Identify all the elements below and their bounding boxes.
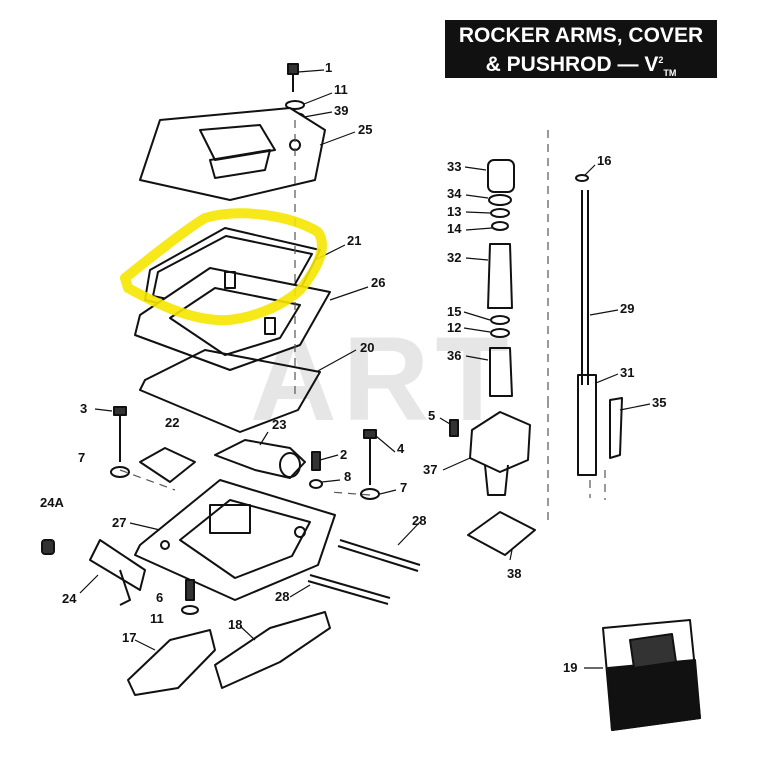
gasket-17-icon bbox=[127, 629, 216, 696]
callout-3: 3 bbox=[80, 401, 88, 416]
tube-32-icon bbox=[487, 243, 513, 309]
rocker-arm-24-icon bbox=[89, 539, 146, 606]
callout-5: 5 bbox=[428, 408, 436, 423]
cover-tube-31-icon bbox=[577, 374, 597, 476]
callout-36: 36 bbox=[447, 348, 462, 363]
callout-4: 4 bbox=[397, 441, 405, 456]
callout-39: 39 bbox=[334, 103, 349, 118]
title-superscript: 2 bbox=[658, 55, 664, 65]
callout-2: 2 bbox=[340, 447, 348, 462]
ring-13-icon bbox=[490, 208, 510, 218]
title-line-2-text: & PUSHROD — V bbox=[485, 53, 659, 76]
callout-23: 23 bbox=[272, 417, 287, 432]
callout-38: 38 bbox=[507, 566, 522, 581]
callout-35: 35 bbox=[652, 395, 667, 410]
ring-15-icon bbox=[490, 315, 510, 325]
ring-12-icon bbox=[490, 328, 510, 338]
callout-11-bottom: 11 bbox=[150, 611, 164, 626]
spring-34-icon bbox=[488, 194, 512, 206]
shaft-28b-icon bbox=[309, 574, 391, 599]
callout-29: 29 bbox=[620, 301, 635, 316]
bolt-4-icon bbox=[363, 429, 377, 485]
callout-34: 34 bbox=[447, 186, 462, 201]
callout-37: 37 bbox=[423, 462, 438, 477]
rocker-arm-23-icon bbox=[214, 439, 306, 479]
bolt-6-icon bbox=[185, 579, 195, 601]
callout-16: 16 bbox=[597, 153, 612, 168]
title-line-2: & PUSHROD — V2TM bbox=[445, 48, 717, 85]
clip-35-icon bbox=[609, 397, 623, 459]
washer-7b-icon bbox=[360, 488, 380, 500]
gasket-18-icon bbox=[214, 611, 331, 689]
tappet-36-icon bbox=[489, 347, 513, 397]
callout-25: 25 bbox=[358, 122, 373, 137]
washer-11b-icon bbox=[181, 605, 199, 615]
callout-24: 24 bbox=[62, 591, 77, 606]
shaft-28a-icon bbox=[339, 539, 421, 566]
callout-13: 13 bbox=[447, 204, 462, 219]
callout-15: 15 bbox=[447, 304, 462, 319]
callout-19: 19 bbox=[563, 660, 578, 675]
callout-32: 32 bbox=[447, 250, 462, 265]
bolt-1-icon bbox=[287, 63, 299, 92]
title-subscript: TM bbox=[663, 68, 677, 79]
callout-6: 6 bbox=[156, 590, 164, 605]
callout-20: 20 bbox=[360, 340, 375, 355]
highlight-annotation bbox=[120, 208, 327, 326]
bolt-2-icon bbox=[311, 451, 321, 471]
ring-14-icon bbox=[491, 221, 509, 231]
callout-7-right: 7 bbox=[400, 480, 408, 495]
diagram-title: ROCKER ARMS, COVER & PUSHROD — V2TM bbox=[445, 20, 717, 78]
title-line-1: ROCKER ARMS, COVER bbox=[458, 24, 704, 47]
washer-7a-icon bbox=[110, 466, 130, 478]
rocker-housing-27-icon bbox=[134, 479, 336, 601]
gasket-20-icon bbox=[139, 349, 321, 433]
callout-7-left: 7 bbox=[78, 450, 86, 465]
callout-8: 8 bbox=[344, 469, 352, 484]
callout-14: 14 bbox=[447, 221, 462, 236]
callout-12: 12 bbox=[447, 320, 462, 335]
callout-21: 21 bbox=[347, 233, 362, 248]
washer-11-icon bbox=[285, 100, 305, 110]
bolt-3-icon bbox=[113, 406, 127, 462]
callout-33: 33 bbox=[447, 159, 462, 174]
callout-18: 18 bbox=[228, 617, 243, 632]
washer-8-icon bbox=[309, 479, 323, 489]
bolt-5-icon bbox=[449, 419, 459, 437]
callout-27: 27 bbox=[112, 515, 127, 530]
callout-28-left: 28 bbox=[275, 589, 290, 604]
bushing-24a-icon bbox=[41, 539, 55, 555]
clip-16-icon bbox=[575, 174, 589, 182]
callout-22: 22 bbox=[165, 415, 180, 430]
callout-11-top: 11 bbox=[334, 82, 348, 97]
callout-1: 1 bbox=[325, 60, 333, 75]
gasket-22-icon bbox=[139, 447, 196, 483]
callout-17: 17 bbox=[122, 630, 137, 645]
callout-24a: 24A bbox=[40, 495, 64, 510]
lifter-block-37-icon bbox=[469, 411, 531, 496]
callout-28-right: 28 bbox=[412, 513, 427, 528]
oil-box-19-icon bbox=[602, 619, 701, 731]
rocker-cover-25-icon bbox=[139, 107, 326, 201]
gasket-38-icon bbox=[467, 511, 536, 556]
cap-33-icon bbox=[487, 159, 515, 193]
callout-31: 31 bbox=[620, 365, 635, 380]
callout-26: 26 bbox=[371, 275, 386, 290]
